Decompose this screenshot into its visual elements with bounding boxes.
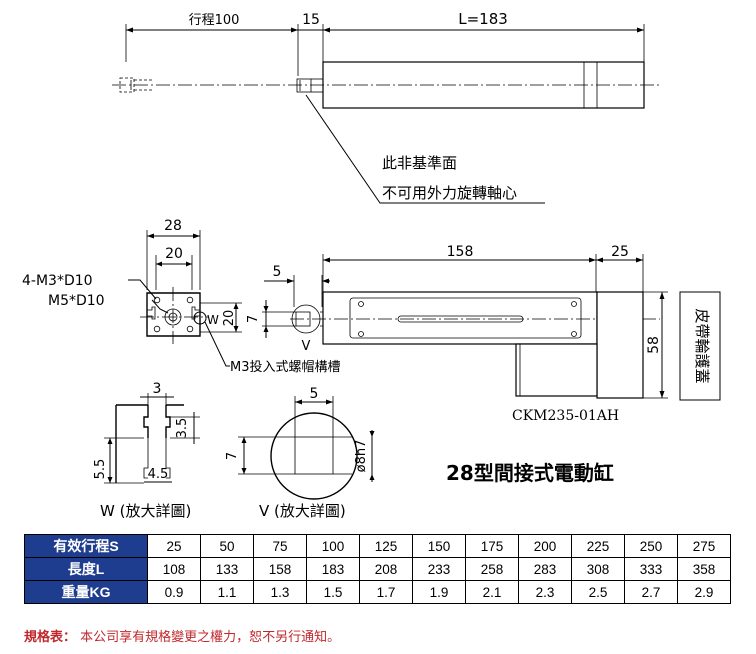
- table-row: 長度L 108 133 158 183 208 233 258 283 308 …: [24, 557, 731, 581]
- table-cell: 175: [465, 534, 519, 558]
- table-cell: 158: [253, 557, 307, 581]
- table-cell: 1.3: [253, 580, 307, 604]
- table-cell: 258: [465, 557, 519, 581]
- product-title: 28型間接式電動缸: [446, 461, 614, 485]
- table-row: 有效行程S 25 50 75 100 125 150 175 200 225 2…: [24, 534, 731, 558]
- width-20-label: 20: [165, 246, 183, 262]
- table-cell: 183: [306, 557, 360, 581]
- height-20-label: 20: [222, 310, 237, 327]
- table-cell: 208: [359, 557, 413, 581]
- side-dim-25: 25: [611, 244, 629, 260]
- table-cell: 225: [571, 534, 625, 558]
- model-number: CKM235-01AH: [512, 408, 619, 424]
- table-cell: 308: [571, 557, 625, 581]
- pulley-cover-label: 皮帶輪護蓋: [693, 308, 711, 383]
- front-view: 28 20 W 20 4-M3*D10 M5*D10: [22, 218, 341, 375]
- table-cell: 275: [677, 534, 731, 558]
- table-cell: 2.1: [465, 580, 519, 604]
- table-cell: 1.1: [200, 580, 254, 604]
- table-cell: 2.9: [677, 580, 731, 604]
- detail-v-dim-7: 7: [225, 452, 240, 460]
- table-cell: 25: [147, 534, 201, 558]
- detail-w-dim-3: 3: [153, 381, 162, 397]
- table-cell: 100: [306, 534, 360, 558]
- detail-v: 5 7 ø8h7 V (放大詳圖): [225, 386, 375, 520]
- table-cell: 2.3: [518, 580, 572, 604]
- table-cell: 133: [200, 557, 254, 581]
- side-dim-58: 58: [646, 336, 662, 354]
- detail-v-dim-5: 5: [310, 386, 319, 402]
- table-cell: 2.7: [624, 580, 678, 604]
- slot-label: M3投入式螺帽構槽: [230, 359, 341, 375]
- note-line-1: 此非基準面: [382, 154, 457, 172]
- table-cell: 1.5: [306, 580, 360, 604]
- row-header: 長度L: [24, 557, 148, 581]
- hole-label-m5: M5*D10: [48, 293, 105, 309]
- table-cell: 150: [412, 534, 466, 558]
- side-view: 5 7 V 158 25: [246, 244, 721, 424]
- hole-label-m3: 4-M3*D10: [22, 273, 93, 289]
- offset-dimension-label: 15: [302, 12, 320, 28]
- table-cell: 50: [200, 534, 254, 558]
- table-cell: 0.9: [147, 580, 201, 604]
- v-marker: V: [302, 339, 311, 354]
- row-header: 有效行程S: [24, 534, 148, 558]
- detail-w-dim-3-5: 3.5: [175, 418, 190, 439]
- detail-v-caption: V (放大詳圖): [259, 502, 346, 520]
- detail-v-dim-phi: ø8h7: [354, 440, 369, 473]
- row-header: 重量KG: [24, 580, 148, 604]
- table-cell: 200: [518, 534, 572, 558]
- stroke-dimension-label: 行程100: [189, 13, 240, 28]
- top-view: 行程100 15 L=183 此非基準面 不可用外力旋轉軸心: [112, 10, 660, 204]
- detail-w-caption: W (放大詳圖): [100, 502, 191, 520]
- w-marker: W: [207, 313, 219, 327]
- length-dimension-label: L=183: [458, 10, 508, 28]
- note-line-2: 不可用外力旋轉軸心: [382, 184, 517, 202]
- table-cell: 125: [359, 534, 413, 558]
- note-label: 規格表：: [24, 630, 77, 645]
- table-cell: 1.9: [412, 580, 466, 604]
- table-row: 重量KG 0.9 1.1 1.3 1.5 1.7 1.9 2.1 2.3 2.5…: [24, 580, 731, 604]
- table-cell: 75: [253, 534, 307, 558]
- width-28-label: 28: [164, 218, 182, 234]
- table-cell: 358: [677, 557, 731, 581]
- side-dim-7: 7: [246, 315, 261, 323]
- detail-w-dim-5-5: 5.5: [93, 459, 108, 480]
- table-cell: 283: [518, 557, 572, 581]
- table-cell: 250: [624, 534, 678, 558]
- table-cell: 108: [147, 557, 201, 581]
- technical-drawing: 行程100 15 L=183 此非基準面 不可用外力旋轉軸心 28 2: [22, 10, 721, 520]
- table-cell: 1.7: [359, 580, 413, 604]
- side-dim-5: 5: [273, 264, 282, 280]
- table-cell: 233: [412, 557, 466, 581]
- table-cell: 2.5: [571, 580, 625, 604]
- detail-w: 3 3.5 5.5 4.5 W (放大詳圖): [93, 381, 200, 520]
- note-text: 本公司享有規格變更之權力，恕不另行通知。: [80, 630, 341, 645]
- spec-note: 規格表： 本公司享有規格變更之權力，恕不另行通知。: [24, 626, 340, 645]
- side-dim-158: 158: [447, 244, 474, 260]
- table-cell: 333: [624, 557, 678, 581]
- spec-table: 有效行程S 25 50 75 100 125 150 175 200 225 2…: [24, 534, 731, 604]
- detail-w-dim-4-5: 4.5: [148, 467, 169, 482]
